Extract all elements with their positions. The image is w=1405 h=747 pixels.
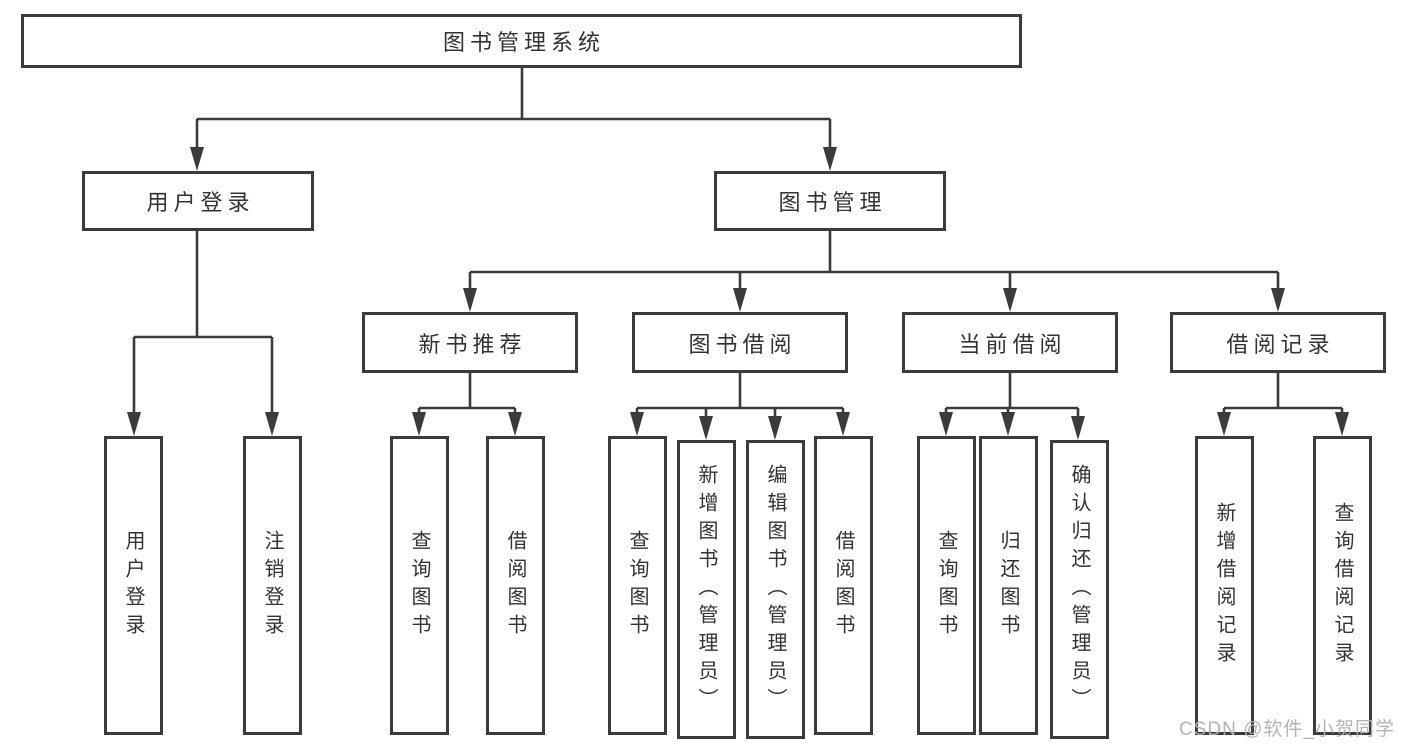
arrow-down-icon: [939, 412, 953, 436]
leaf-return-books: 归还图书: [979, 436, 1038, 735]
node-label: 借阅记录: [1226, 331, 1335, 357]
arrow-down-icon: [630, 412, 644, 436]
arrow-down-icon: [508, 412, 522, 436]
arrow-down-icon: [127, 412, 141, 436]
arrow-down-icon: [412, 412, 426, 436]
node-root-library-system: 图书管理系统: [21, 14, 1022, 68]
arrowheads: [127, 147, 1349, 440]
node-label: 新增图书（管理员）: [695, 463, 717, 716]
node-label: 借阅图书: [832, 529, 854, 642]
node-book-management: 图书管理: [714, 171, 946, 231]
arrow-down-icon: [1271, 288, 1285, 312]
leaf-user-login: 用户登录: [104, 436, 163, 735]
arrow-down-icon: [265, 412, 279, 436]
node-label: 归还图书: [997, 529, 1019, 642]
node-current-borrowing: 当前借阅: [902, 312, 1118, 373]
node-label: 新书推荐: [418, 331, 527, 357]
arrow-down-icon: [190, 147, 204, 171]
node-label: 确认归还（管理员）: [1068, 463, 1090, 716]
node-label: 查询图书: [626, 529, 648, 642]
leaf-query-books: 查询图书: [390, 436, 449, 735]
node-label: 注销登录: [261, 529, 283, 642]
leaf-add-books-admin: 新增图书（管理员）: [677, 440, 736, 739]
node-label: 图书管理系统: [442, 30, 605, 55]
node-label: 图书借阅: [688, 331, 797, 357]
arrow-down-icon: [1003, 288, 1017, 312]
arrow-down-icon: [733, 288, 747, 312]
leaf-edit-books-admin: 编辑图书（管理员）: [746, 440, 805, 739]
node-label: 编辑图书（管理员）: [764, 463, 786, 716]
node-label: 用户登录: [122, 529, 144, 642]
node-label: 查询借阅记录: [1331, 501, 1353, 670]
leaf-borrow-books: 借阅图书: [486, 436, 545, 735]
node-label: 当前借阅: [958, 331, 1067, 357]
arrow-down-icon: [823, 147, 837, 171]
leaf-borrow-books: 借阅图书: [814, 436, 873, 735]
node-book-borrowing: 图书借阅: [632, 312, 848, 373]
node-label: 新增借阅记录: [1213, 501, 1235, 670]
node-label: 借阅图书: [504, 529, 526, 642]
leaf-query-books: 查询图书: [917, 436, 976, 735]
node-label: 图书管理: [778, 190, 887, 215]
node-new-book-recommend: 新书推荐: [362, 312, 578, 373]
node-label: 查询图书: [408, 529, 430, 642]
arrow-down-icon: [1335, 412, 1349, 436]
arrow-down-icon: [1217, 412, 1231, 436]
leaf-query-books: 查询图书: [608, 436, 667, 735]
node-label: 查询图书: [935, 529, 957, 642]
arrow-down-icon: [768, 416, 782, 440]
arrow-down-icon: [1001, 412, 1015, 436]
leaf-confirm-return-admin: 确认归还（管理员）: [1050, 440, 1109, 739]
leaf-add-borrow-record: 新增借阅记录: [1195, 436, 1254, 735]
leaf-query-borrow-record: 查询借阅记录: [1313, 436, 1372, 735]
csdn-watermark: CSDN @软件_小贺同学: [1179, 719, 1395, 740]
arrow-down-icon: [836, 412, 850, 436]
leaf-logout: 注销登录: [243, 436, 302, 735]
node-borrowing-records: 借阅记录: [1170, 312, 1386, 373]
node-label: 用户登录: [146, 190, 255, 215]
node-user-login-group: 用户登录: [82, 171, 314, 231]
arrow-down-icon: [699, 416, 713, 440]
arrow-down-icon: [1071, 416, 1085, 440]
arrow-down-icon: [463, 288, 477, 312]
